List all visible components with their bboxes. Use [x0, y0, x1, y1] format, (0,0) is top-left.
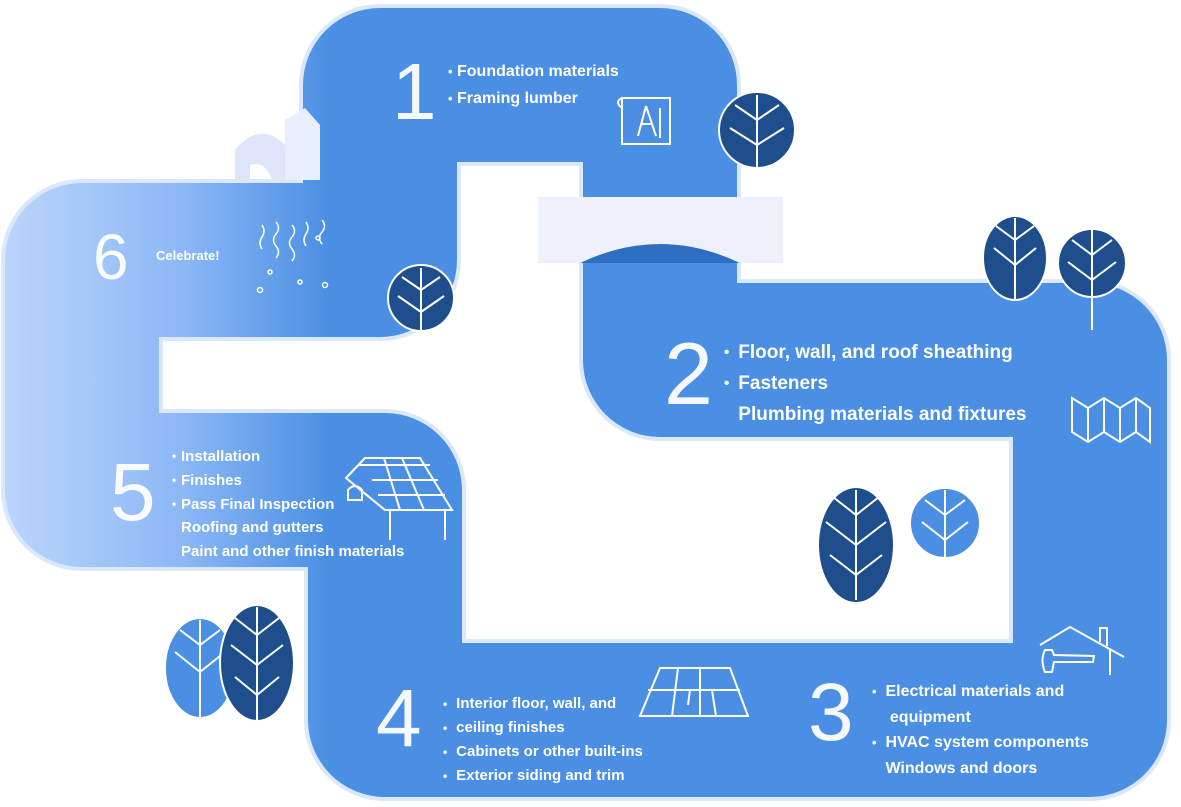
bullet: • [872, 684, 877, 699]
item-text: Floor, wall, and roof sheathing [738, 342, 1013, 363]
item-text: Foundation materials [457, 63, 619, 80]
list-item: • Floor, wall, and roof sheathing [724, 337, 1027, 368]
item-text: Framing lumber [457, 90, 578, 107]
item-text: equipment [889, 708, 971, 726]
step-5-number: 5 [110, 447, 156, 538]
folded-sheathing-icon [1071, 396, 1151, 444]
item-text: Interior floor, wall, and [456, 695, 617, 712]
item-text: Pass Final Inspection [181, 495, 335, 513]
floor-planks-icon [638, 667, 750, 717]
item-text: Paint and other finish materials [181, 543, 405, 561]
item-text: Roofing and gutters [181, 519, 324, 537]
list-item: • Cabinets or other built-ins [443, 740, 643, 764]
step-2-number: 2 [664, 324, 713, 423]
bullet: • [172, 449, 177, 463]
item-text: Plumbing materials and fixtures [738, 404, 1027, 425]
list-item: • Framing lumber [448, 85, 619, 112]
list-item: • ceiling finishes [443, 716, 643, 740]
item-text: Exterior siding and trim [456, 767, 625, 784]
bullet: • [172, 496, 177, 511]
solar-roof-icon [344, 457, 454, 540]
list-item: equipment [872, 705, 1089, 731]
list-item: • Installation [172, 445, 404, 469]
list-item: • Foundation materials [448, 58, 619, 85]
item-text: Electrical materials and [885, 683, 1065, 700]
list-item: • Fasteners [724, 368, 1027, 399]
bullet: • [172, 472, 177, 487]
bullet: • [443, 721, 448, 735]
step-2-list: • Floor, wall, and roof sheathing • Fast… [724, 337, 1027, 430]
step-6-label: Celebrate! [156, 248, 220, 263]
confetti-icon [256, 219, 329, 294]
list-item: • HVAC system components [872, 730, 1089, 756]
list-item: Plumbing materials and fixtures [724, 399, 1027, 430]
list-item: • Electrical materials and [872, 679, 1089, 705]
bullet: • [443, 697, 448, 711]
tree-icon [219, 604, 295, 722]
house-hammer-icon [1039, 625, 1125, 675]
blueprint-compass-icon [617, 97, 671, 145]
step-4-number: 4 [376, 673, 422, 764]
tree-icon [909, 487, 981, 600]
arch-ruins-icon [235, 108, 320, 180]
item-text: Fasteners [738, 373, 829, 394]
list-item: • Pass Final Inspection [172, 493, 404, 517]
bullet: • [724, 344, 730, 361]
bullet: • [872, 735, 877, 750]
item-text: Cabinets or other built-ins [456, 743, 643, 760]
list-item: • Exterior siding and trim [443, 764, 643, 788]
bullet: • [443, 745, 448, 759]
step-3-list: • Electrical materials and equipment • H… [872, 679, 1089, 781]
bullet: • [443, 769, 448, 783]
step-3-number: 3 [808, 667, 854, 758]
list-item: Paint and other finish materials [172, 540, 404, 564]
step-6-number: 6 [93, 221, 129, 293]
road [5, 8, 1167, 797]
list-item: • Finishes [172, 469, 404, 493]
list-item: • Interior floor, wall, and [443, 692, 643, 716]
list-item: Roofing and gutters [172, 516, 404, 540]
bridge [538, 197, 783, 263]
item-text: Installation [181, 448, 261, 465]
step-1-number: 1 [392, 47, 437, 136]
tree-icon [387, 264, 455, 375]
item-text: Finishes [181, 471, 242, 489]
tree-icon [982, 215, 1048, 301]
step-5-list: • Installation • Finishes • Pass Final Insp… [172, 445, 404, 564]
item-text: Windows and doors [885, 759, 1038, 777]
step-4-list: • Interior floor, wall, and • ceiling fi… [443, 692, 643, 788]
bullet: • [448, 64, 453, 79]
item-text: HVAC system components [885, 734, 1089, 751]
tree-icon [1057, 228, 1127, 330]
item-text: ceiling finishes [456, 719, 565, 736]
tree-icon [718, 91, 796, 195]
step-1-list: • Foundation materials • Framing lumber [448, 58, 619, 112]
list-item: Windows and doors [872, 756, 1089, 782]
bullet: • [724, 375, 730, 392]
bullet: • [448, 91, 453, 106]
tree-icon [817, 486, 895, 604]
